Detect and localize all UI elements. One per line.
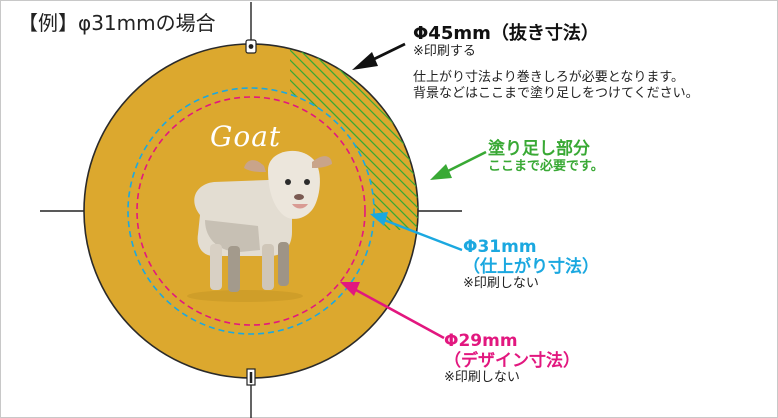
finish-size-note: ※印刷しない <box>463 276 539 292</box>
finish-size-sub: （仕上がり寸法） <box>463 256 599 277</box>
design-size-annotation: Φ29mm （デザイン寸法） ※印刷しない <box>444 331 580 386</box>
bleed-arrow <box>430 150 487 180</box>
outer-size-heading: Φ45mm（抜き寸法） <box>413 23 599 44</box>
bleed-heading: 塗り足し部分 <box>488 139 590 159</box>
artwork-goat-text: Goat <box>210 120 282 153</box>
lamb-illustration-icon <box>187 150 332 302</box>
finish-arrow <box>370 212 463 252</box>
top-marker-dot-icon <box>248 44 254 49</box>
design-size-circle <box>136 96 366 326</box>
finish-size-annotation: Φ31mm （仕上がり寸法） ※印刷しない <box>463 237 599 292</box>
design-size-note: ※印刷しない <box>444 370 520 386</box>
example-title: 【例】φ31mmの場合 <box>18 11 216 35</box>
design-size-heading: Φ29mm <box>444 331 518 351</box>
design-arrow <box>340 282 445 340</box>
outer-size-body-line2: 背景などはここまで塗り足しをつけてください。 <box>413 85 699 101</box>
bleed-annotation: 塗り足し部分 ここまで必要です。 <box>488 139 604 174</box>
finish-size-circle <box>127 87 375 335</box>
design-size-sub: （デザイン寸法） <box>444 350 580 371</box>
outer-arrow <box>352 42 406 70</box>
bleed-sub: ここまで必要です。 <box>488 158 604 174</box>
outer-size-note: ※印刷する <box>413 43 476 59</box>
outer-size-annotation: Φ45mm（抜き寸法） ※印刷する 仕上がり寸法より巻きしろが必要となります。 … <box>413 23 699 102</box>
finish-size-heading: Φ31mm <box>463 237 537 257</box>
outer-size-body-line1: 仕上がり寸法より巻きしろが必要となります。 <box>413 69 685 85</box>
